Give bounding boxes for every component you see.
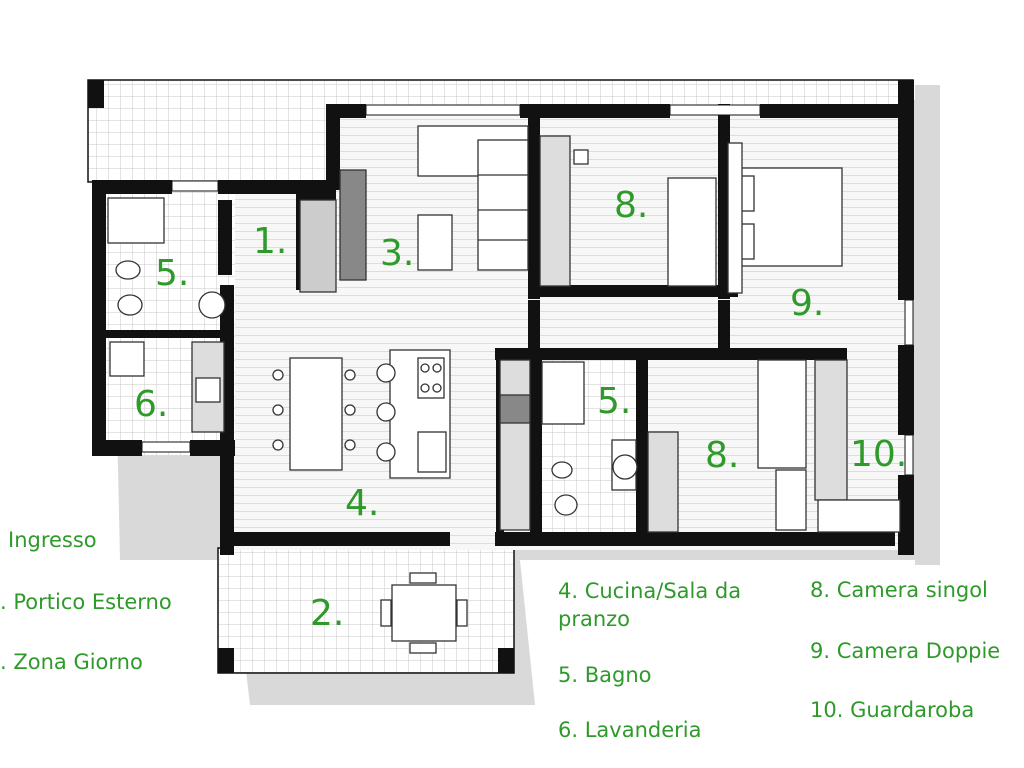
room-label-camera-singola-2: 8. [705,435,740,476]
dining-table [289,357,343,471]
walls [88,80,914,555]
room-label-portico: 2. [310,593,345,634]
bed [757,359,807,469]
legend-lavanderia: 6. Lavanderia [558,718,702,742]
legend-bagno: 5. Bagno [558,663,652,687]
room-label-cucina: 4. [345,483,380,524]
windows [141,104,914,476]
bed [667,177,717,287]
legend-camera-singola: 8. Camera singol [810,578,988,602]
legend-cucina-line2: pranzo [558,607,631,631]
room-label-bagno-2: 5. [597,381,632,422]
bathtub [541,361,585,425]
legend-cucina-line1: 4. Cucina/Sala da [558,579,742,603]
legend-camera-doppia: 9. Camera Doppie [810,639,1001,663]
legend-zona-giorno: . Zona Giorno [0,650,143,674]
room-label-camera-singola-1: 8. [614,185,649,226]
room-label-camera-doppia: 9. [790,283,825,324]
portico-table [391,584,457,642]
bathtub [107,197,165,244]
room-label-zona-giorno: 3. [380,233,415,274]
room-label-ingresso: 1. [253,221,288,262]
room-label-guardaroba: 10. [850,434,908,475]
legend-guardaroba: 10. Guardaroba [810,698,975,722]
terrace-south-portico [217,547,515,674]
furniture [107,125,901,654]
legend-ingresso: Ingresso [8,528,97,552]
legend-portico: . Portico Esterno [0,590,172,614]
coffee-table [417,214,453,271]
room-label-bagno-1: 5. [155,253,190,294]
room-label-lavanderia: 6. [134,384,169,425]
